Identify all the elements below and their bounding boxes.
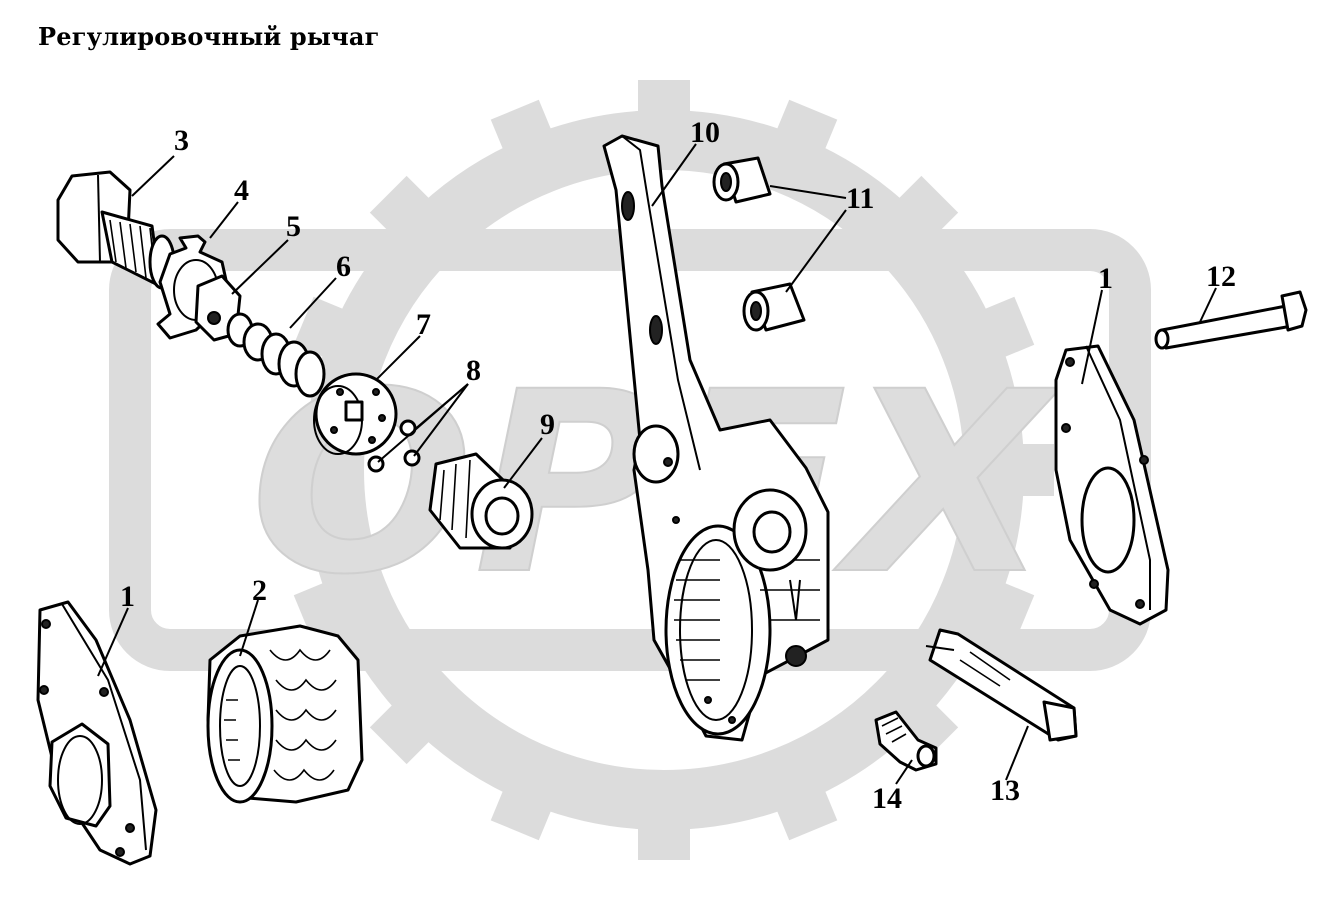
part-worm-shaft <box>925 628 1078 742</box>
gear-tooth <box>490 99 559 168</box>
part-grease-fitting <box>874 710 938 772</box>
gear-tooth <box>1002 444 1054 496</box>
part-worm-gear <box>206 624 364 804</box>
callout-2: 2 <box>252 574 267 607</box>
gear-tooth <box>638 80 690 132</box>
gear-tooth <box>769 99 838 168</box>
callout-13: 13 <box>990 774 1020 807</box>
callout-1-right: 1 <box>1098 262 1113 295</box>
part-lever-body <box>602 134 830 742</box>
gear-tooth <box>638 808 690 860</box>
gear-tooth <box>966 296 1035 365</box>
part-washer-right <box>1054 344 1170 626</box>
callout-4: 4 <box>234 174 249 207</box>
gear-tooth <box>769 772 838 841</box>
callout-9: 9 <box>540 408 555 441</box>
page-title: Регулировочный рычаг <box>38 22 380 51</box>
callout-3: 3 <box>174 124 189 157</box>
gear-tooth <box>966 575 1035 644</box>
part-retainer-plate <box>313 372 398 456</box>
part-washer-left <box>36 600 158 866</box>
part-bushings <box>712 156 806 332</box>
callout-7: 7 <box>416 308 431 341</box>
callout-6: 6 <box>336 250 351 283</box>
part-spring <box>226 312 326 398</box>
gear-tooth <box>293 296 362 365</box>
gear-icon <box>274 80 1054 860</box>
gear-tooth <box>490 772 559 841</box>
callout-1-left: 1 <box>120 580 135 613</box>
callout-12: 12 <box>1206 260 1236 293</box>
part-nut <box>56 170 176 290</box>
part-bolt <box>1154 290 1308 350</box>
callout-8: 8 <box>466 354 481 387</box>
callout-labels: 3 4 5 6 7 8 9 10 11 12 1 1 2 13 14 <box>120 116 1236 815</box>
part-worm <box>428 452 534 550</box>
callout-14: 14 <box>872 782 902 815</box>
gear-tooth <box>293 575 362 644</box>
leader-lines <box>97 143 1217 785</box>
callout-5: 5 <box>286 210 301 243</box>
gear-tooth <box>369 690 444 765</box>
callout-10: 10 <box>690 116 720 149</box>
gear-tooth <box>274 444 326 496</box>
callout-11: 11 <box>846 182 874 215</box>
gear-ring <box>304 110 1024 830</box>
